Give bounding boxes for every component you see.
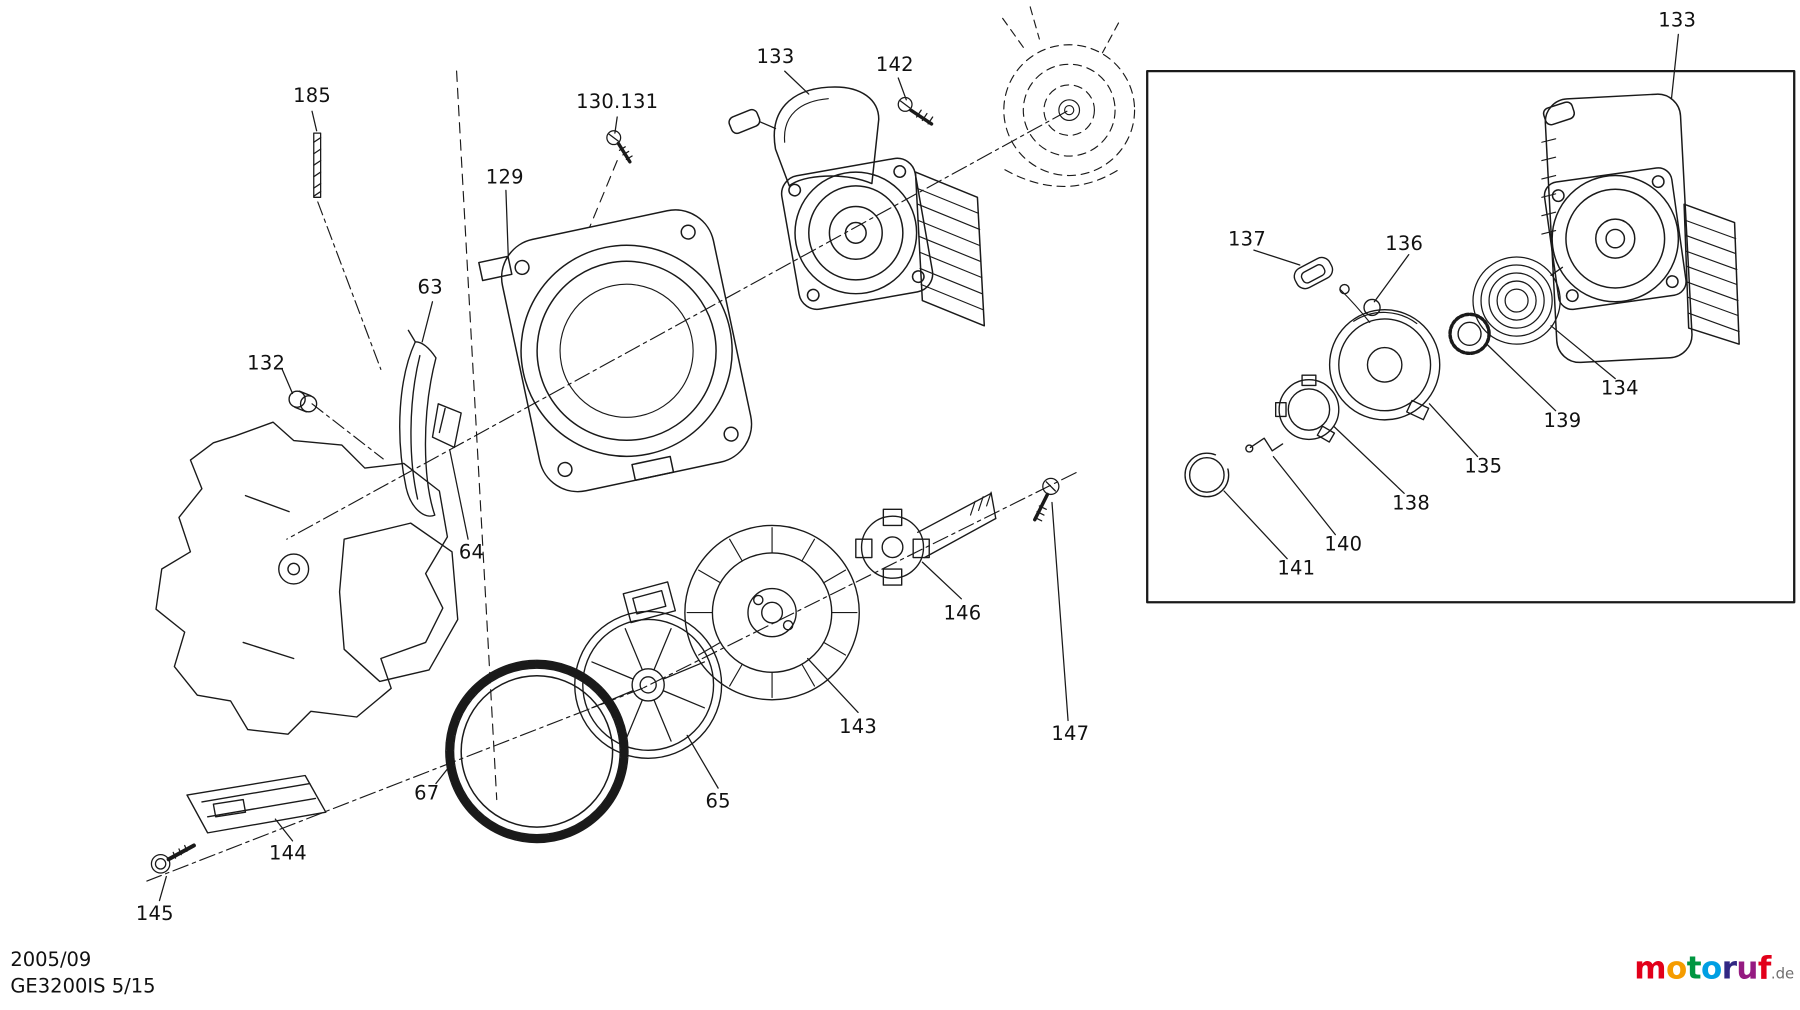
motoruf-logo: motoruf.de [1569, 951, 1794, 987]
screw-147 [1033, 477, 1060, 522]
part-label-134: 134 [1600, 377, 1639, 401]
part-label-130-131: 130.131 [576, 90, 659, 114]
recoil-housing-133-inset [1541, 93, 1740, 364]
stator-housing-129 [478, 209, 753, 493]
logo-letter: r [1721, 951, 1737, 987]
bolt-130-131 [606, 130, 633, 164]
starter-pulley-65 [574, 581, 723, 759]
logo-letter: o [1666, 951, 1687, 987]
footer-model-page: GE3200IS 5/15 [10, 975, 156, 999]
logo-letter: m [1634, 951, 1667, 987]
part-label-185: 185 [293, 84, 332, 108]
part-label-63: 63 [417, 276, 443, 300]
part-label-133-inset: 133 [1658, 9, 1697, 33]
starter-assembly-133 [728, 86, 986, 327]
inset-box [1146, 69, 1796, 604]
part-label-144: 144 [268, 842, 307, 865]
ghost-recoil-outline [1002, 6, 1136, 187]
bolt-145 [150, 843, 196, 874]
ring-gear-67 [445, 659, 629, 844]
part-label-137: 137 [1228, 228, 1266, 252]
spring-clip-140 [1245, 437, 1284, 453]
spiral-spring-134 [1472, 256, 1564, 345]
guard-plate-144 [186, 774, 327, 834]
starter-reel-135 [1328, 309, 1441, 421]
logo-letter: t [1686, 951, 1702, 987]
engine-block [155, 421, 459, 735]
part-label-138: 138 [1392, 492, 1431, 516]
baffle-63 [399, 329, 437, 517]
pin-185 [313, 132, 322, 198]
logo-letter: f [1757, 951, 1771, 987]
construction-lines [146, 70, 1077, 882]
part-label-139: 139 [1543, 409, 1582, 433]
part-label-141: 141 [1277, 557, 1316, 581]
leader-lines [158, 33, 1679, 902]
bushing-132 [288, 390, 318, 413]
part-label-142: 142 [875, 53, 914, 77]
part-label-132: 132 [247, 352, 286, 376]
part-label-143: 143 [839, 715, 878, 739]
part-label-147: 147 [1051, 722, 1090, 746]
logo-suffix: .de [1770, 965, 1795, 984]
friction-plate-138 [1274, 374, 1340, 443]
part-label-129: 129 [485, 166, 524, 190]
rope-guide-136 [1363, 298, 1381, 317]
flywheel-143 [684, 524, 860, 701]
screw-142 [897, 96, 934, 126]
part-label-133-main: 133 [756, 45, 795, 69]
logo-letter: u [1736, 951, 1758, 987]
part-label-145: 145 [135, 902, 174, 926]
part-label-146: 146 [943, 602, 982, 626]
recoil-handle-137 [1293, 256, 1371, 323]
footer-date: 2005/09 [10, 948, 92, 972]
part-label-136: 136 [1385, 232, 1424, 256]
baffle-64 [431, 403, 462, 449]
part-label-140: 140 [1324, 533, 1363, 557]
part-label-67: 67 [414, 782, 440, 806]
part-label-135: 135 [1464, 455, 1503, 479]
part-label-65: 65 [705, 790, 731, 814]
logo-letter: o [1700, 951, 1722, 987]
washer-139 [1448, 312, 1491, 356]
rotor-146 [855, 491, 997, 586]
part-label-64: 64 [458, 541, 485, 565]
snap-ring-141 [1184, 452, 1231, 498]
